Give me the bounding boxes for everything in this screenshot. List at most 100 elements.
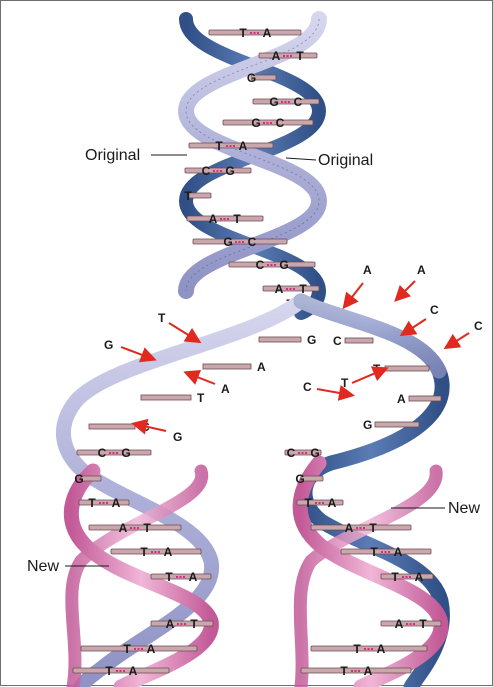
base-letter: T: [304, 496, 312, 510]
base-letter: T: [296, 49, 304, 63]
base-letter: C: [98, 446, 107, 460]
base-pair: G: [74, 472, 102, 486]
base-letter: T: [190, 617, 198, 631]
replication-fork: GATCCGGTAATTATAATTATA CTAGCGGTAATTATAATT…: [55, 293, 450, 687]
base-letter: G: [225, 164, 234, 178]
free-nucleotide: C: [399, 303, 439, 337]
free-nucleotide: C: [443, 319, 483, 350]
base-letter: A: [272, 49, 281, 63]
base-letter: A: [328, 496, 337, 510]
left-daughter-base-pairs: GATCCGGTAATTATAATTATA: [72, 333, 316, 678]
base-letter: A: [147, 642, 156, 656]
svg-text:A: A: [397, 392, 406, 406]
label-new-right: New: [448, 500, 480, 517]
label-original-left: Original: [85, 147, 140, 164]
base-letter: G: [251, 116, 260, 130]
base-letter: A: [275, 282, 284, 296]
base-letter: T: [143, 521, 151, 535]
free-nucleotides: T G A G A A C C: [104, 263, 483, 444]
base-letter: T: [299, 282, 307, 296]
single-base: C: [88, 420, 150, 434]
right-new-strand: [292, 455, 449, 687]
base-letter: T: [233, 212, 241, 226]
svg-text:T: T: [341, 376, 349, 390]
base-letter: T: [391, 570, 399, 584]
base-letter: A: [189, 570, 198, 584]
base-letter: T: [88, 496, 96, 510]
base-letter: T: [184, 189, 192, 203]
base-letter: A: [129, 664, 138, 678]
base-letter: T: [215, 139, 223, 153]
base-letter: T: [165, 570, 173, 584]
free-nucleotide: G: [104, 338, 157, 363]
base-pair: G: [295, 472, 324, 486]
base-letter: T: [419, 617, 427, 631]
svg-text:C: C: [474, 319, 483, 333]
base-letter: G: [279, 258, 288, 272]
base-letter: G: [247, 71, 256, 85]
base-letter: A: [415, 570, 424, 584]
svg-text:A: A: [363, 263, 372, 277]
single-base: T: [373, 362, 430, 376]
base-letter: A: [164, 545, 173, 559]
svg-text:A: A: [221, 382, 230, 396]
free-nucleotide: G: [131, 418, 182, 444]
base-pair: T: [184, 189, 212, 203]
base-letter: G: [74, 472, 83, 486]
base-letter: A: [394, 545, 403, 559]
base-letter: T: [239, 26, 247, 40]
base-letter: C: [202, 164, 211, 178]
base-letter: C: [276, 116, 285, 130]
svg-text:C: C: [333, 334, 342, 348]
svg-text:A: A: [417, 263, 426, 277]
base-letter: G: [223, 235, 232, 249]
base-letter: C: [287, 446, 296, 460]
svg-text:G: G: [173, 430, 182, 444]
base-letter: G: [295, 472, 304, 486]
base-letter: T: [123, 642, 131, 656]
base-letter: C: [256, 258, 265, 272]
svg-text:T: T: [158, 311, 166, 325]
base-letter: A: [119, 521, 128, 535]
free-nucleotide: A: [342, 263, 372, 310]
base-letter: T: [340, 664, 348, 678]
base-letter: G: [121, 446, 130, 460]
base-letter: T: [369, 521, 377, 535]
base-letter: A: [364, 664, 373, 678]
single-base: G: [258, 333, 316, 347]
svg-text:G: G: [307, 333, 316, 347]
svg-text:T: T: [197, 391, 205, 405]
svg-text:G: G: [104, 338, 113, 352]
svg-text:C: C: [430, 303, 439, 317]
svg-text:C: C: [303, 380, 312, 394]
base-letter: A: [263, 26, 272, 40]
base-letter: C: [294, 95, 303, 109]
free-nucleotide: T: [158, 311, 202, 344]
